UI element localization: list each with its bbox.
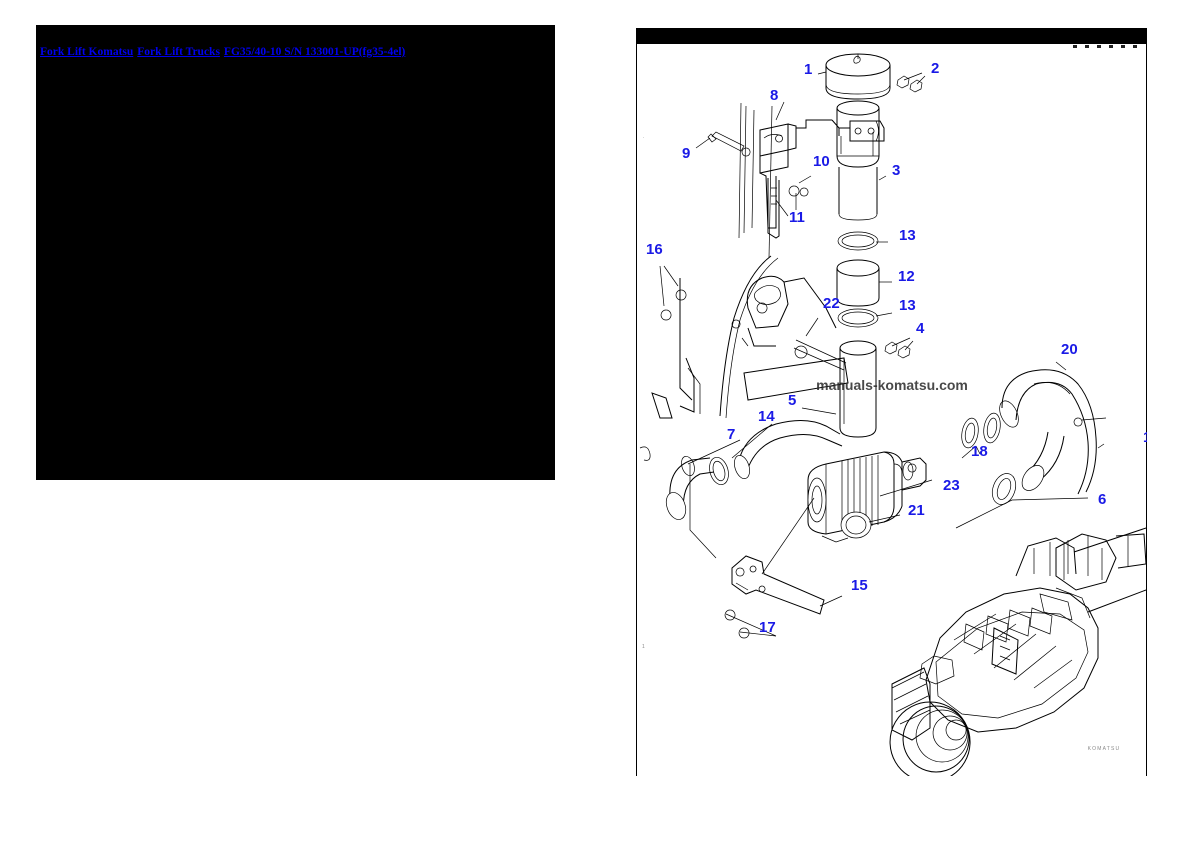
callout-5: 5 [788,392,796,409]
left-edge-dot: . [643,134,646,140]
part-air-cleaner-body [807,451,933,543]
breadcrumb-link-fork-lift-komatsu[interactable]: Fork Lift Komatsu [40,46,134,58]
callout-22: 22 [823,295,840,312]
callout-numbers: 123456789101112131314151617181920212223 [646,60,1147,636]
part-side-panel [639,255,779,461]
part-clamp-14 [709,456,729,486]
callout-9: 9 [682,145,690,162]
callout-23: 23 [943,477,960,494]
left-edge-mark: 1 [642,644,646,650]
diagram-header-bar [636,28,1147,44]
part-hose-20 [999,361,1107,495]
part-clamp-18 [961,412,1001,455]
callout-8: 8 [770,87,778,104]
part-bolt-10 [788,175,812,210]
callout-19: 19 [1143,429,1147,446]
callout-13: 13 [899,227,916,244]
callout-14: 14 [758,408,775,425]
callout-13b: 13 [899,297,916,314]
callout-21: 21 [908,502,925,519]
callout-20: 20 [1061,341,1078,358]
callout-4: 4 [916,320,925,337]
part-clamp-13-upper [837,231,879,251]
breadcrumb-link-model[interactable]: FG35/40-10 S/N 133001-UP(fg35-4el) [223,46,406,58]
watermark: manuals-komatsu.com [816,377,968,393]
part-center-support [731,275,849,401]
part-bolt-4 [884,337,914,359]
callout-17: 17 [759,619,776,636]
part-bolt-2 [896,72,926,93]
callout-7: 7 [727,426,735,443]
part-bracket-15 [689,464,843,639]
part-bolt-9 [695,131,745,152]
air-intake-assembly-drawing: manuals-komatsu.com KOMATSU 1 . 12345678… [639,53,1147,776]
callout-10: 10 [813,153,830,170]
callout-6: 6 [1098,491,1106,508]
callout-1: 1 [804,61,812,78]
part-clamp-13-lower [837,308,879,328]
callout-11: 11 [789,209,805,226]
callout-18: 18 [971,443,988,460]
part-bolt-16 [659,265,687,321]
part-engine-assembly [889,527,1147,776]
thumbnail-panel: Fork Lift Komatsu Fork Lift Trucks FG35/… [36,25,555,480]
part-clamp-6 [955,473,1089,529]
part-air-cleaner-cap [825,53,891,100]
callout-3: 3 [892,162,900,179]
callout-2: 2 [931,60,939,77]
callout-16: 16 [646,241,663,258]
part-hose-12 [836,259,880,307]
part-hose-5 [734,420,843,479]
part-hose-7 [665,455,715,520]
diagram-border-left [636,42,637,776]
diagram-tick-marks [1073,44,1143,49]
callout-12: 12 [898,268,915,285]
breadcrumb-link-fork-lift-trucks[interactable]: Fork Lift Trucks [137,46,220,58]
part-bracket-assembly [738,102,885,259]
callout-leader-lines [687,71,1105,465]
breadcrumb: Fork Lift Komatsu Fork Lift Trucks FG35/… [40,46,405,59]
callout-15: 15 [851,577,868,594]
diagram-border-right [1146,42,1147,776]
part-intake-tube-lower [839,340,877,438]
part-clamp-21 [840,511,901,539]
part-intake-tube-upper [836,100,880,221]
corner-mark: KOMATSU [1088,746,1121,752]
